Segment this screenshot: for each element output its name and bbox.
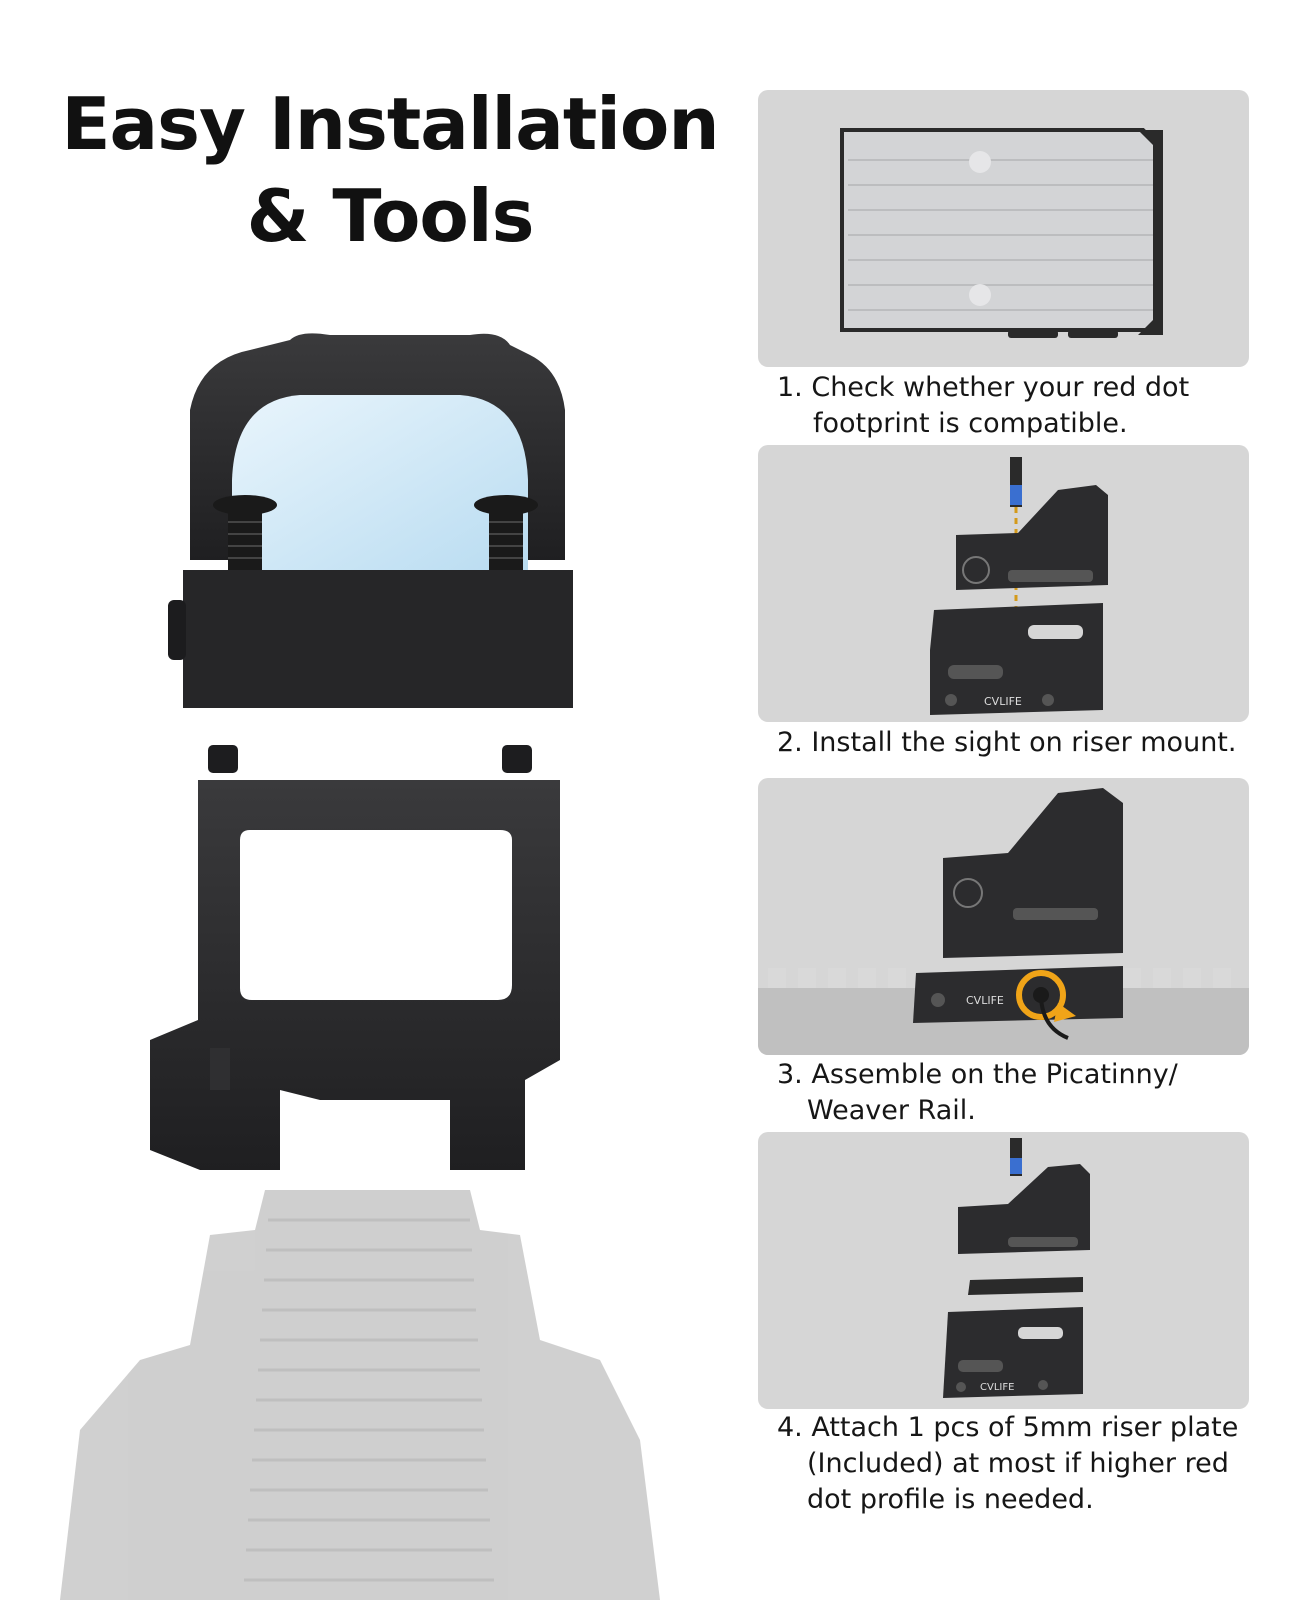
brand-logo-step-2: CVLIFE — [984, 695, 1022, 708]
step-1-text-line-2: footprint is compatible. — [813, 408, 1128, 439]
step-2-text-line-1: 2. Install the sight on riser mount. — [777, 727, 1237, 758]
exploded-mount-illustration — [60, 333, 660, 1600]
attach-riser-plate-image: CVLIFE — [943, 1138, 1090, 1398]
step-1-text-line-1: 1. Check whether your red dot — [777, 372, 1190, 403]
assemble-on-rail-image: CVLIFE — [758, 788, 1249, 1055]
step-1-panel — [758, 90, 1249, 367]
step-4-text-line-3: dot profile is needed. — [807, 1484, 1094, 1515]
step-3-text-line-2: Weaver Rail. — [807, 1095, 976, 1126]
red-dot-sight — [168, 333, 573, 708]
step-4-text-line-1: 4. Attach 1 pcs of 5mm riser plate — [777, 1412, 1239, 1443]
step-3-caption: 3. Assemble on the Picatinny/ Weaver Rai… — [777, 1057, 1277, 1129]
page-title: Easy Installation & Tools — [40, 78, 740, 262]
brand-logo-step-4: CVLIFE — [980, 1382, 1014, 1393]
install-sight-on-riser-image: CVLIFE — [930, 457, 1108, 715]
title-line-1: Easy Installation — [61, 82, 719, 166]
brand-logo-step-3: CVLIFE — [966, 994, 1004, 1007]
step-4-caption: 4. Attach 1 pcs of 5mm riser plate (Incl… — [777, 1410, 1277, 1518]
riser-mount — [150, 745, 560, 1170]
step-3-text-line-1: 3. Assemble on the Picatinny/ — [777, 1059, 1178, 1090]
step-1-caption: 1. Check whether your red dot footprint … — [777, 370, 1277, 442]
picatinny-rail-ghost — [60, 1190, 660, 1600]
step-3-panel: CVLIFE — [758, 778, 1249, 1055]
step-4-text-line-2: (Included) at most if higher red — [807, 1448, 1229, 1479]
step-2-caption: 2. Install the sight on riser mount. — [777, 725, 1277, 761]
title-line-2: & Tools — [246, 174, 535, 258]
step-4-panel: CVLIFE — [758, 1132, 1249, 1409]
step-2-panel: CVLIFE — [758, 445, 1249, 722]
footprint-plate-image — [840, 128, 1163, 338]
